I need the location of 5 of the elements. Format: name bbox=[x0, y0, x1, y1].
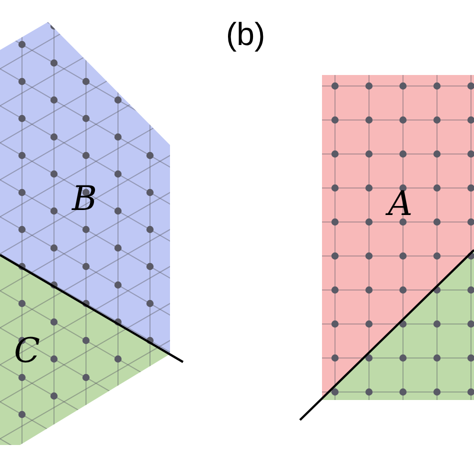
panel-title: (b) bbox=[226, 18, 266, 50]
region-letter: B bbox=[72, 182, 97, 216]
region-letter: C bbox=[14, 334, 40, 368]
region-letter: A bbox=[388, 187, 413, 221]
lattice-region bbox=[0, 255, 170, 445]
